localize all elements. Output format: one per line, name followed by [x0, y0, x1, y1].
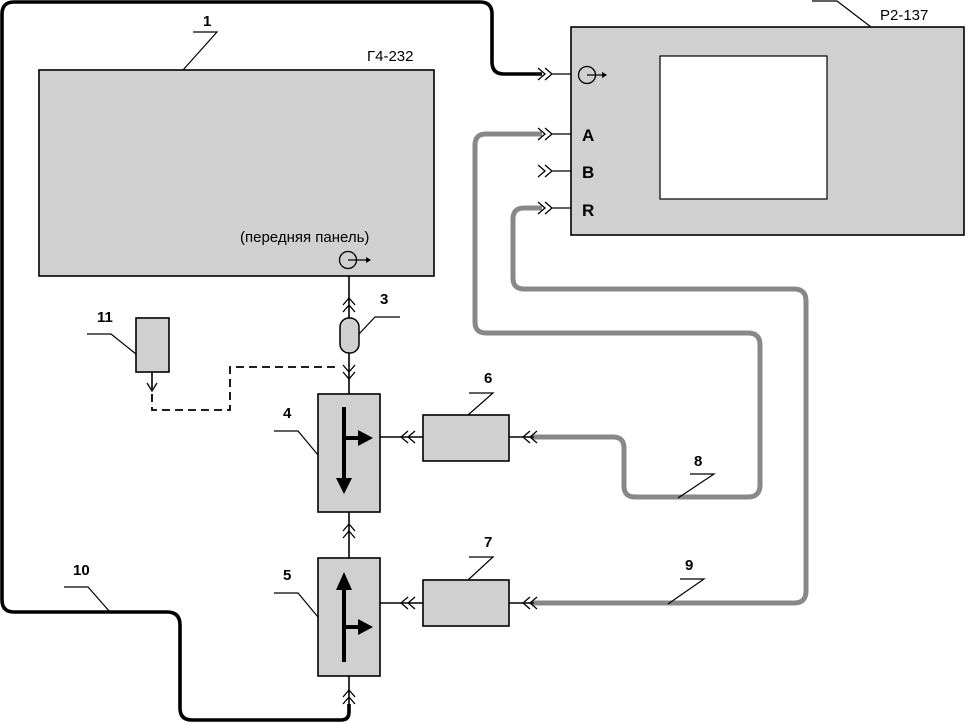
- block-6: [422, 414, 510, 462]
- analyzer-screen: [659, 55, 828, 200]
- callout-10: 10: [73, 562, 90, 579]
- dashed-control-line: [151, 366, 340, 411]
- connector-icon: [522, 430, 538, 444]
- detector-arrow-icon: [146, 382, 158, 393]
- block-7: [422, 579, 510, 627]
- analyzer-model-label: Р2-137: [880, 7, 928, 24]
- connector-icon: [537, 67, 571, 81]
- analyzer-output-icon: [577, 65, 607, 85]
- connector-icon: [342, 523, 356, 539]
- port-b-label: B: [582, 163, 594, 182]
- leader-3: [358, 316, 400, 335]
- callout-7: 7: [484, 534, 492, 551]
- leader-10: [64, 586, 111, 613]
- coupler-5: [317, 557, 381, 677]
- connector-icon: [342, 689, 356, 705]
- connector-icon: [400, 430, 416, 444]
- leader-9: [667, 578, 706, 605]
- connector-icon: [342, 297, 356, 313]
- leader-analyzer: [812, 0, 872, 28]
- leader-1: [182, 31, 219, 71]
- callout-5: 5: [283, 567, 291, 584]
- connector-icon: [400, 596, 416, 610]
- front-panel-label: (передняя панель): [240, 229, 369, 246]
- cable-9: [510, 205, 809, 606]
- detector-11: [135, 317, 170, 373]
- leader-7: [467, 556, 495, 581]
- element-3: [339, 317, 360, 354]
- leader-5: [274, 592, 319, 618]
- callout-3: 3: [380, 291, 388, 308]
- connector-icon: [522, 596, 538, 610]
- cable-8: [472, 131, 763, 500]
- connector-icon: [537, 127, 571, 141]
- connector-icon: [537, 201, 571, 215]
- callout-11: 11: [97, 309, 113, 326]
- connector-icon: [342, 364, 356, 380]
- leader-4: [274, 430, 319, 456]
- leader-8: [677, 473, 716, 499]
- cable-10: [0, 0, 542, 722]
- connector-icon: [537, 164, 571, 178]
- callout-1: 1: [203, 13, 211, 30]
- generator-output-icon: [338, 250, 371, 270]
- leader-6: [467, 392, 495, 416]
- callout-4: 4: [283, 405, 292, 422]
- callout-8: 8: [694, 453, 702, 470]
- coupler-4: [317, 393, 381, 513]
- port-a-label: A: [582, 126, 594, 145]
- leader-11: [87, 333, 137, 355]
- generator-box: [38, 69, 435, 277]
- callout-6: 6: [484, 370, 492, 387]
- coupler-5-arrow-icon: [336, 572, 373, 662]
- port-r-label: R: [582, 201, 594, 220]
- callout-9: 9: [685, 557, 693, 574]
- coupler-4-arrow-icon: [336, 407, 373, 494]
- generator-model-label: Г4-232: [367, 48, 414, 65]
